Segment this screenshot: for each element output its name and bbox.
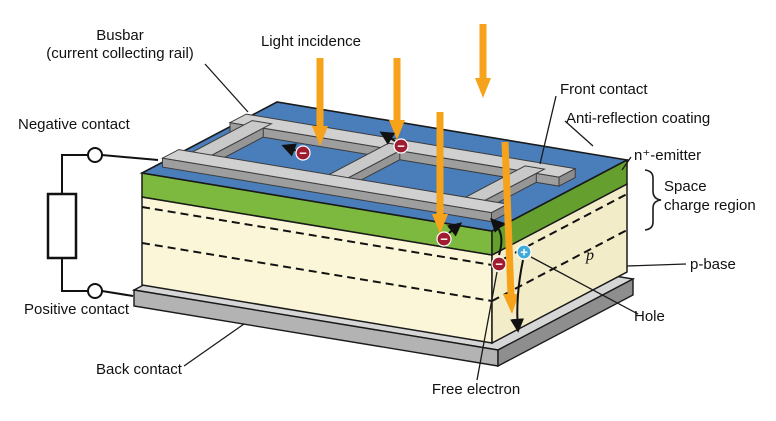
space-charge-label: Space charge region [664, 177, 756, 215]
hole-label: Hole [634, 308, 665, 325]
electron-motion-arrow-1 [281, 143, 298, 157]
positive-lead-wire [101, 290, 134, 297]
light-arrow-3-head [432, 214, 448, 234]
dashed-boundary-lower-front [141, 242, 493, 302]
negative-terminal [87, 147, 103, 163]
positive-contact-label: Positive contact [24, 301, 130, 318]
electron-sign: − [440, 232, 448, 247]
hole-drift-arrow [510, 259, 525, 333]
electron-motion-arrow-3 [446, 222, 463, 237]
space-charge-boundaries [141, 193, 628, 302]
electron-icon [436, 231, 452, 247]
light-arrows [312, 24, 519, 314]
load-resistor [46, 192, 78, 260]
electron-sign: − [397, 139, 405, 154]
positive-terminal [87, 283, 103, 299]
space-charge-brace [644, 169, 662, 231]
p-base-label: p-base [690, 256, 736, 273]
back-contact-label: Back contact [96, 361, 182, 378]
light-arrow-4-head [475, 78, 491, 98]
leader-lines [183, 63, 687, 381]
free-electron-drift-arrow [490, 218, 505, 256]
back-contact-right-face [497, 277, 634, 368]
busbar-leader [204, 63, 249, 113]
space-charge-label-line1: Space [664, 178, 707, 195]
front-contact-leader [539, 95, 557, 165]
light-arrow-5-shaft [501, 141, 515, 297]
back-contact-leader [183, 323, 245, 367]
anti-reflection-leader [564, 120, 594, 147]
carrier-motion-arrows [281, 131, 525, 333]
busbar-label: Busbar (current collecting rail) [24, 27, 216, 63]
p-region-label: p [586, 247, 594, 264]
busbar-label-line1: Busbar [96, 27, 144, 44]
light-arrow-5-head [503, 294, 519, 314]
front-contact-label: Front contact [560, 81, 648, 98]
anti-reflection-label: Anti-reflection coating [566, 110, 711, 127]
electron-icon [393, 138, 409, 154]
light-arrow-2-head [389, 120, 405, 140]
free-electron-icon [491, 256, 507, 272]
space-charge-label-line2: charge region [664, 197, 756, 214]
light-incidence-label: Light incidence [260, 33, 362, 50]
n-emitter-label: n⁺-emitter [634, 147, 702, 164]
electron-motion-arrow-2 [379, 131, 396, 145]
circuit-wire-bottom [61, 258, 88, 292]
light-arrow-1-head [312, 126, 328, 146]
hole-leader [530, 256, 639, 315]
electron-sign: − [299, 146, 307, 161]
dashed-boundary-upper-front [141, 206, 493, 266]
free-electron-label: Free electron [431, 381, 521, 398]
charge-carriers: − − − − + [295, 138, 532, 272]
circuit-wire-top [61, 154, 88, 194]
free-electron-leader [476, 271, 498, 381]
negative-lead-wire [101, 154, 159, 161]
p-base-leader [626, 263, 687, 267]
electron-sign: − [495, 257, 503, 272]
external-circuit [46, 147, 159, 299]
electron-icon [295, 145, 311, 161]
n-emitter-leader [621, 156, 632, 171]
busbar-label-line2: (current collecting rail) [46, 45, 194, 62]
hole-icon [516, 244, 532, 260]
negative-contact-label: Negative contact [18, 116, 130, 133]
hole-sign: + [520, 245, 528, 260]
contact-fingers [179, 120, 546, 217]
